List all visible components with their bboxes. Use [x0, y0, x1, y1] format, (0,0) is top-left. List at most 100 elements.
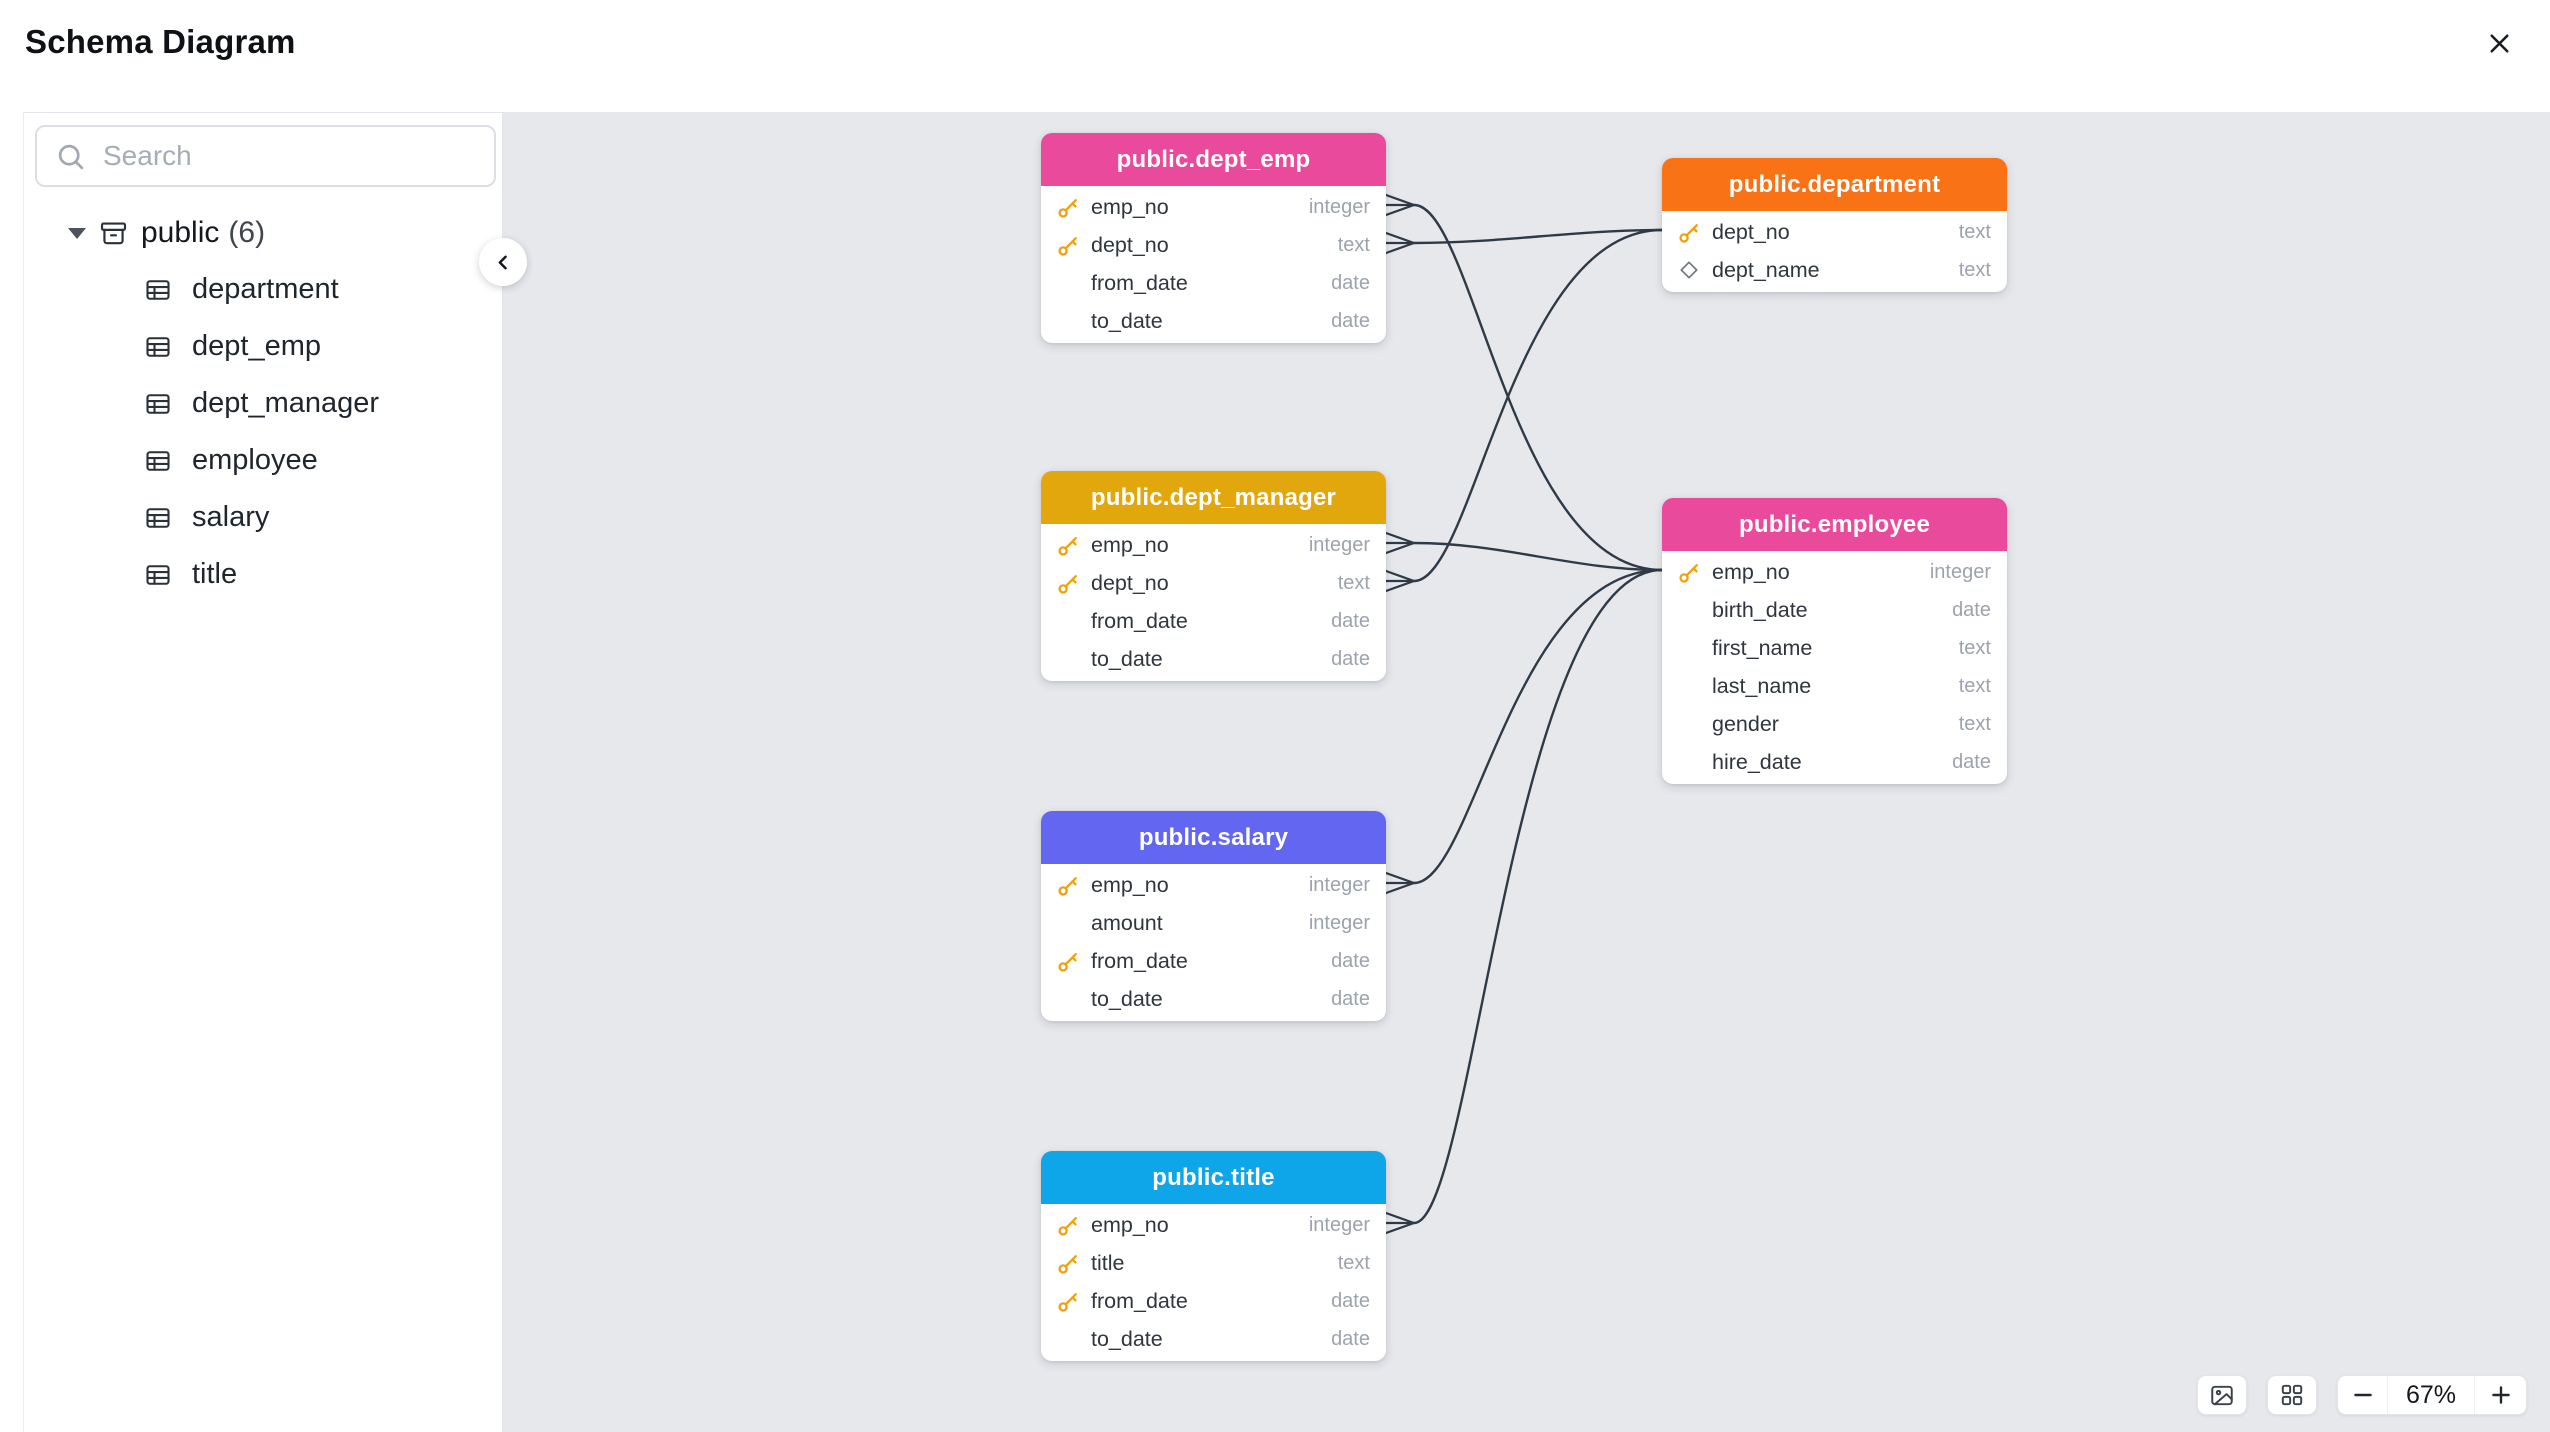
- sidebar-collapse-button[interactable]: [479, 238, 527, 286]
- column-type: date: [1331, 949, 1370, 972]
- close-icon: [2484, 28, 2515, 62]
- column-type: integer: [1929, 560, 1991, 583]
- sidebar-item-title[interactable]: title: [24, 546, 502, 603]
- column-name: from_date: [1091, 608, 1188, 633]
- column-name: title: [1091, 1250, 1125, 1275]
- primary-key-icon: [1676, 219, 1702, 245]
- column-name: dept_no: [1712, 219, 1790, 244]
- search-input[interactable]: [101, 139, 476, 173]
- column-type: date: [1331, 987, 1370, 1010]
- primary-key-icon: [1055, 570, 1081, 596]
- primary-key-icon: [1055, 872, 1081, 898]
- primary-key-icon: [1055, 1288, 1081, 1314]
- schema-name: public: [141, 216, 220, 249]
- column-name: last_name: [1712, 673, 1812, 698]
- column-name: to_date: [1091, 308, 1163, 333]
- zoom-in-button[interactable]: [2474, 1376, 2526, 1414]
- table-item-label: salary: [192, 501, 270, 533]
- column-name: emp_no: [1091, 872, 1169, 897]
- column-name: dept_no: [1091, 232, 1169, 257]
- sidebar-item-dept_emp[interactable]: dept_emp: [24, 318, 502, 375]
- table-item-label: dept_manager: [192, 387, 380, 419]
- column-spacer: [1676, 635, 1702, 661]
- column-name: from_date: [1091, 270, 1188, 295]
- column-row-emp_no: emp_no integer: [1041, 866, 1386, 904]
- unique-icon: [1676, 257, 1702, 283]
- sidebar-item-dept_manager[interactable]: dept_manager: [24, 375, 502, 432]
- column-type: integer: [1308, 911, 1370, 934]
- table-list: department dept_emp dept_manager employee sa…: [24, 261, 502, 603]
- auto-layout-button[interactable]: [2267, 1375, 2317, 1415]
- export-image-button[interactable]: [2197, 1375, 2247, 1415]
- primary-key-icon: [1676, 559, 1702, 585]
- caret-down-icon: [68, 227, 86, 239]
- column-row-birth_date: birth_date date: [1662, 591, 2007, 629]
- column-name: emp_no: [1091, 1212, 1169, 1237]
- column-row-dept_name: dept_name text: [1662, 251, 2007, 289]
- table-icon: [144, 447, 172, 475]
- column-name: dept_name: [1712, 257, 1820, 282]
- column-spacer: [1055, 1326, 1081, 1352]
- primary-key-icon: [1055, 1212, 1081, 1238]
- search-icon: [55, 141, 86, 172]
- column-name: gender: [1712, 711, 1779, 736]
- table-node-title: public.dept_emp: [1041, 133, 1386, 186]
- column-type: date: [1331, 609, 1370, 632]
- search-box: [35, 125, 496, 187]
- schema-table-count: (6): [228, 216, 266, 249]
- table-item-label: employee: [192, 444, 318, 476]
- column-type: date: [1331, 309, 1370, 332]
- zoom-level: 67%: [2388, 1376, 2474, 1414]
- column-name: from_date: [1091, 1288, 1188, 1313]
- column-row-dept_no: dept_no text: [1041, 564, 1386, 602]
- sidebar-item-salary[interactable]: salary: [24, 489, 502, 546]
- table-node-title: public.department: [1662, 158, 2007, 211]
- schema-sidebar: public (6) department dept_emp dept_manage…: [23, 112, 503, 1432]
- column-spacer: [1055, 270, 1081, 296]
- zoom-out-button[interactable]: [2338, 1376, 2388, 1414]
- close-button[interactable]: [2476, 22, 2522, 68]
- relationship-edges: [1384, 193, 1664, 1235]
- sidebar-item-employee[interactable]: employee: [24, 432, 502, 489]
- table-icon: [144, 390, 172, 418]
- sidebar-item-department[interactable]: department: [24, 261, 502, 318]
- column-row-from_date: from_date date: [1041, 602, 1386, 640]
- schema-group-public[interactable]: public (6): [24, 205, 502, 261]
- column-name: dept_no: [1091, 570, 1169, 595]
- column-type: text: [1337, 571, 1370, 594]
- plus-icon: [2488, 1382, 2514, 1408]
- column-type: integer: [1308, 195, 1370, 218]
- column-type: date: [1952, 750, 1991, 773]
- primary-key-icon: [1055, 1250, 1081, 1276]
- column-type: integer: [1308, 873, 1370, 896]
- column-row-to_date: to_date date: [1041, 302, 1386, 340]
- column-type: text: [1337, 233, 1370, 256]
- column-spacer: [1676, 749, 1702, 775]
- column-name: birth_date: [1712, 597, 1808, 622]
- column-type: date: [1952, 598, 1991, 621]
- primary-key-icon: [1055, 194, 1081, 220]
- table-item-label: department: [192, 273, 339, 305]
- table-icon: [144, 333, 172, 361]
- column-type: date: [1331, 1327, 1370, 1350]
- column-type: text: [1958, 258, 1991, 281]
- primary-key-icon: [1055, 532, 1081, 558]
